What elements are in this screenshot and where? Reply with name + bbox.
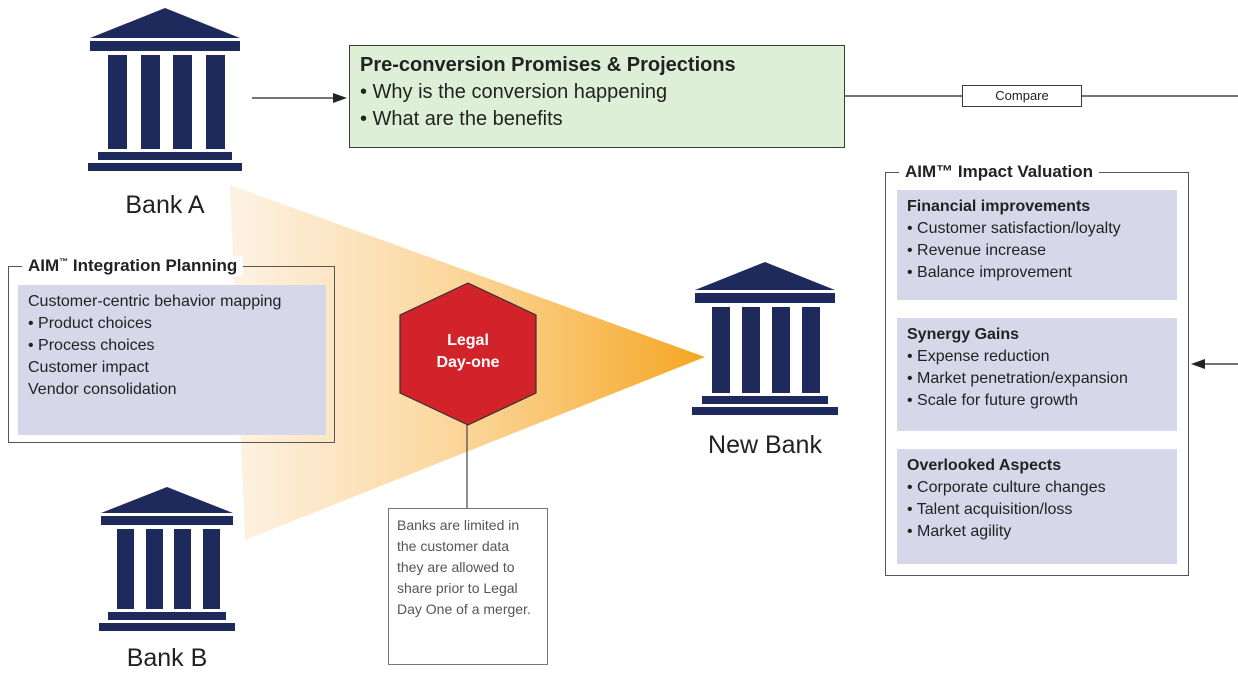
impact-item: • Balance improvement (907, 264, 1072, 281)
impact-item: • Market agility (907, 523, 1012, 540)
integration-line: Customer impact (28, 359, 149, 376)
impact-section-financial: Financial improvements • Customer satisf… (897, 190, 1177, 300)
impact-section-synergy: Synergy Gains • Expense reduction • Mark… (897, 318, 1177, 431)
arrow-into-impact (1191, 359, 1238, 369)
bank-a-icon (88, 8, 242, 171)
legal-label-line2: Day-one (436, 354, 500, 371)
impact-item: • Market penetration/expansion (907, 370, 1128, 387)
promises-item: • What are the benefits (360, 108, 563, 130)
legal-note: Banks are limited in the customer data t… (388, 508, 548, 665)
promises-title: Pre-conversion Promises & Projections (360, 54, 736, 76)
integration-planning-title: AIM™ Integration Planning (22, 256, 244, 276)
legal-label-line1: Legal (447, 332, 489, 349)
legal-day-one-label: Legal Day-one (401, 330, 535, 374)
compare-label: Compare (962, 85, 1082, 107)
bank-a-label: Bank A (125, 191, 205, 219)
integration-line: • Process choices (28, 337, 155, 354)
impact-item: • Scale for future growth (907, 392, 1079, 409)
legal-day-one-hexagon (399, 282, 537, 426)
bank-b-label: Bank B (126, 644, 208, 672)
impact-section-overlooked: Overlooked Aspects • Corporate culture c… (897, 449, 1177, 564)
impact-section-heading: Synergy Gains (907, 326, 1020, 343)
impact-item: • Revenue increase (907, 242, 1047, 259)
arrow-bank-a-to-promises (252, 93, 347, 103)
impact-item: • Corporate culture changes (907, 479, 1106, 496)
impact-item: • Expense reduction (907, 348, 1050, 365)
impact-section-heading: Financial improvements (907, 198, 1091, 215)
impact-item: • Talent acquisition/loss (907, 501, 1073, 518)
new-bank-label: New Bank (708, 431, 822, 459)
impact-item: • Customer satisfaction/loyalty (907, 220, 1121, 237)
promises-item: • Why is the conversion happening (360, 81, 668, 103)
bank-b-icon (99, 487, 235, 631)
new-bank-icon (692, 262, 838, 415)
integration-line: Customer-centric behavior mapping (28, 293, 282, 310)
integration-line: Vendor consolidation (28, 381, 177, 398)
promises-box: Pre-conversion Promises & Projections • … (349, 45, 845, 148)
impact-section-heading: Overlooked Aspects (907, 457, 1062, 474)
impact-valuation-title: AIM™ Impact Valuation (899, 162, 1099, 182)
integration-planning-panel: Customer-centric behavior mapping • Prod… (18, 285, 326, 435)
integration-line: • Product choices (28, 315, 152, 332)
